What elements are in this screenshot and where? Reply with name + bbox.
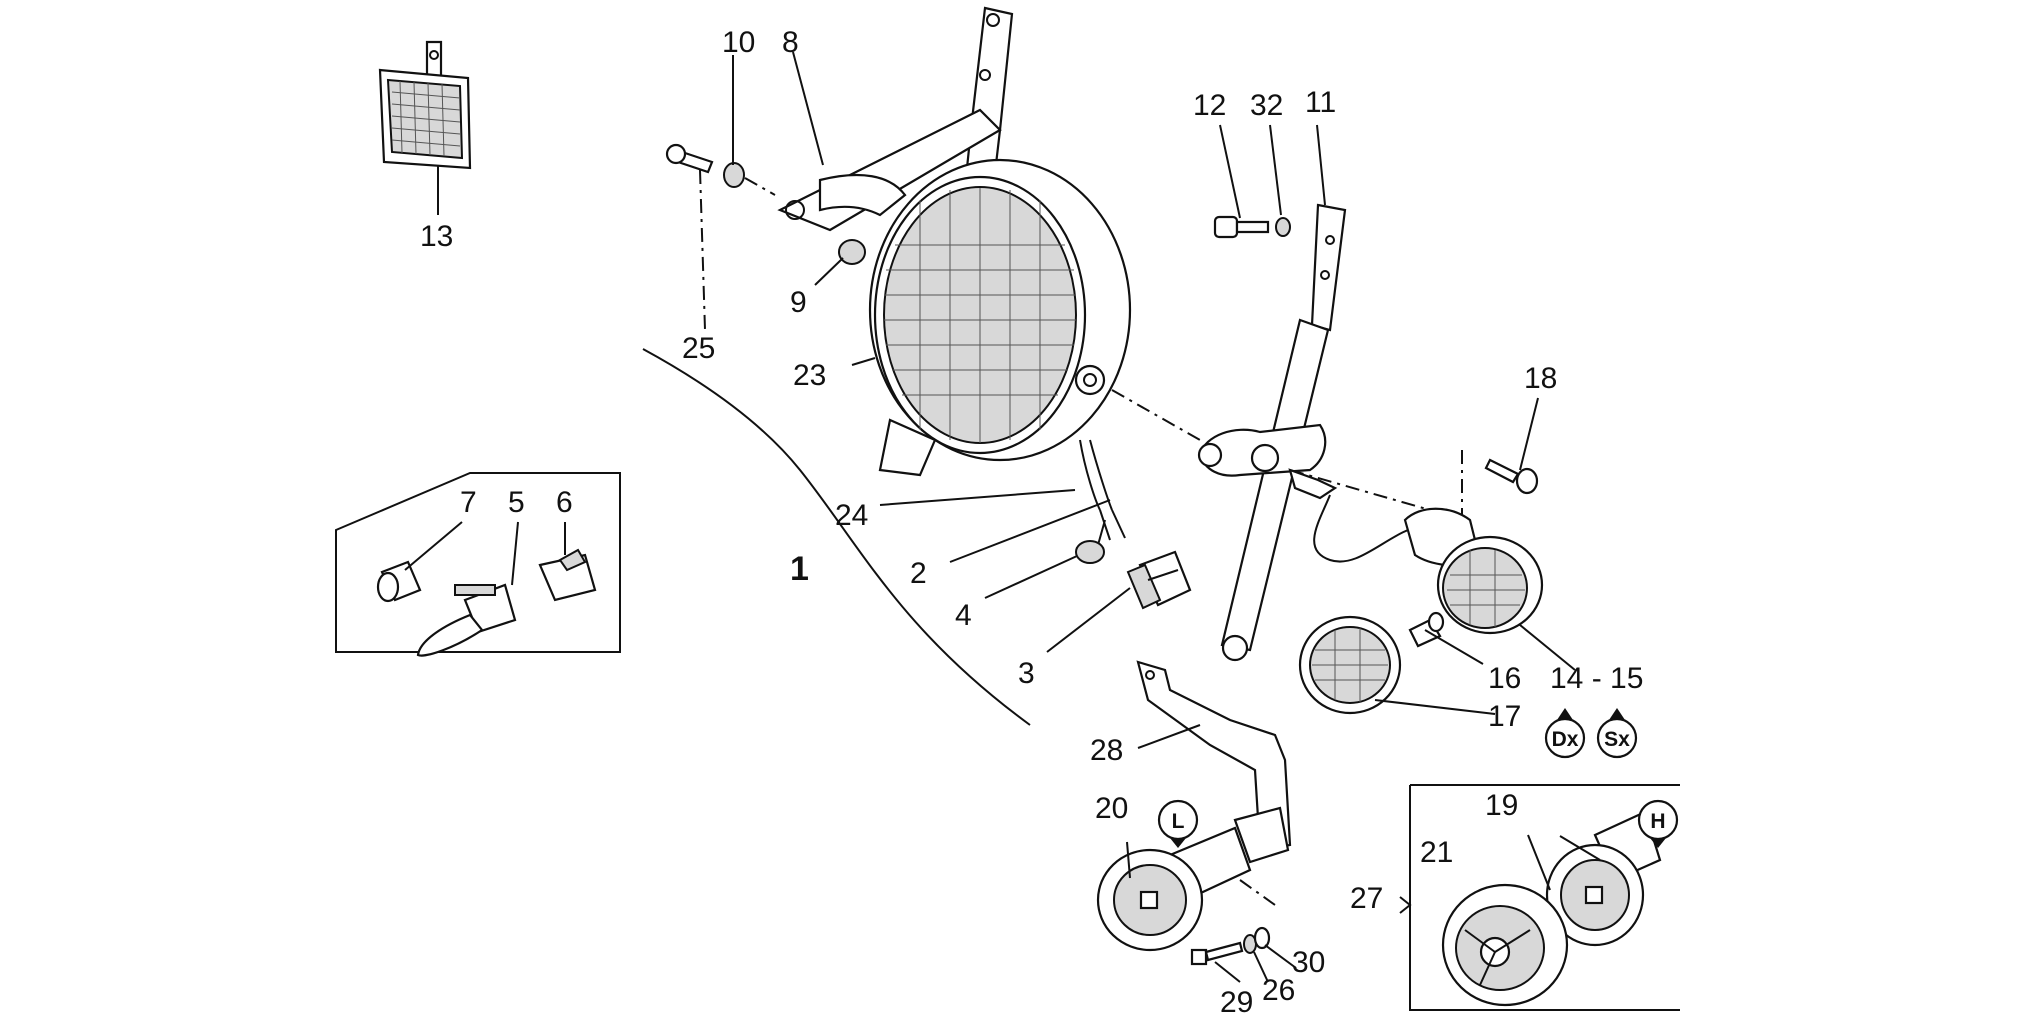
washer-10 — [723, 162, 745, 188]
washer-32 — [1275, 217, 1291, 237]
headlight-part — [868, 158, 1132, 546]
bulb-7 — [376, 560, 422, 603]
callout-14-15: 14 - 15 — [1550, 662, 1643, 695]
screw-16 — [1408, 611, 1445, 648]
bolt-12 — [1213, 215, 1270, 239]
callout-5: 5 — [508, 486, 525, 519]
callout-20: 20 — [1095, 792, 1128, 825]
connector-3 — [1126, 550, 1192, 610]
side-tag-sx: Sx — [1596, 708, 1638, 759]
callout-23: 23 — [793, 359, 826, 392]
horn-high — [1545, 810, 1662, 947]
callout-6: 6 — [556, 486, 573, 519]
bulbs-inset-box — [335, 472, 621, 657]
callout-32: 32 — [1250, 89, 1283, 122]
fairing-edge-line — [642, 348, 1031, 726]
grommet-4 — [1075, 540, 1105, 564]
callout-8: 8 — [782, 26, 799, 59]
callout-7: 7 — [460, 486, 477, 519]
callout-27: 27 — [1350, 882, 1383, 915]
svg-text:L: L — [1172, 810, 1185, 833]
bolt-25 — [665, 143, 714, 174]
svg-text:Dx: Dx — [1552, 728, 1579, 751]
callout-26: 26 — [1262, 974, 1295, 1007]
reflector-part — [378, 40, 472, 215]
callout-19: 19 — [1485, 789, 1518, 822]
callout-24: 24 — [835, 499, 868, 532]
side-tag-dx: Dx — [1544, 708, 1586, 759]
callout-28: 28 — [1090, 734, 1123, 767]
horn-tag-l: L — [1157, 799, 1199, 848]
callout-30: 30 — [1292, 946, 1325, 979]
callout-1: 1 — [790, 550, 809, 588]
horn-left — [1096, 826, 1252, 952]
callout-9: 9 — [790, 286, 807, 319]
socket-6 — [538, 548, 597, 602]
callout-3: 3 — [1018, 657, 1035, 690]
horn-tag-h: H — [1637, 799, 1679, 848]
bulb-5 — [416, 583, 517, 657]
callout-29: 29 — [1220, 986, 1253, 1017]
callout-11: 11 — [1305, 86, 1336, 119]
callout-25: 25 — [682, 332, 715, 365]
callout-21: 21 — [1420, 836, 1453, 869]
callout-12: 12 — [1193, 89, 1226, 122]
turn-signal-bracket — [1197, 203, 1347, 662]
callout-17: 17 — [1488, 700, 1521, 733]
signal-lens-part — [1298, 615, 1402, 715]
turn-signal-part — [1288, 468, 1544, 635]
callout-2: 2 — [910, 557, 927, 590]
bolt-29 — [1190, 941, 1244, 966]
callout-4: 4 — [955, 599, 972, 632]
callout-13: 13 — [420, 220, 453, 253]
svg-text:H: H — [1650, 810, 1665, 833]
washer-9 — [838, 239, 866, 265]
horn-21 — [1441, 883, 1569, 1007]
nut-30 — [1253, 926, 1271, 950]
horn-bracket — [1136, 660, 1292, 864]
horns-inset-box — [1409, 784, 1680, 1011]
callout-labels: 1 2 3 4 5 6 7 8 9 10 11 12 13 14 - 15 16… — [420, 26, 1643, 1017]
callout-10: 10 — [722, 26, 755, 59]
leader-lines — [404, 51, 1601, 983]
svg-text:Sx: Sx — [1604, 728, 1630, 751]
callout-18: 18 — [1524, 362, 1557, 395]
bolt-18 — [1484, 458, 1539, 495]
callout-16: 16 — [1488, 662, 1521, 695]
